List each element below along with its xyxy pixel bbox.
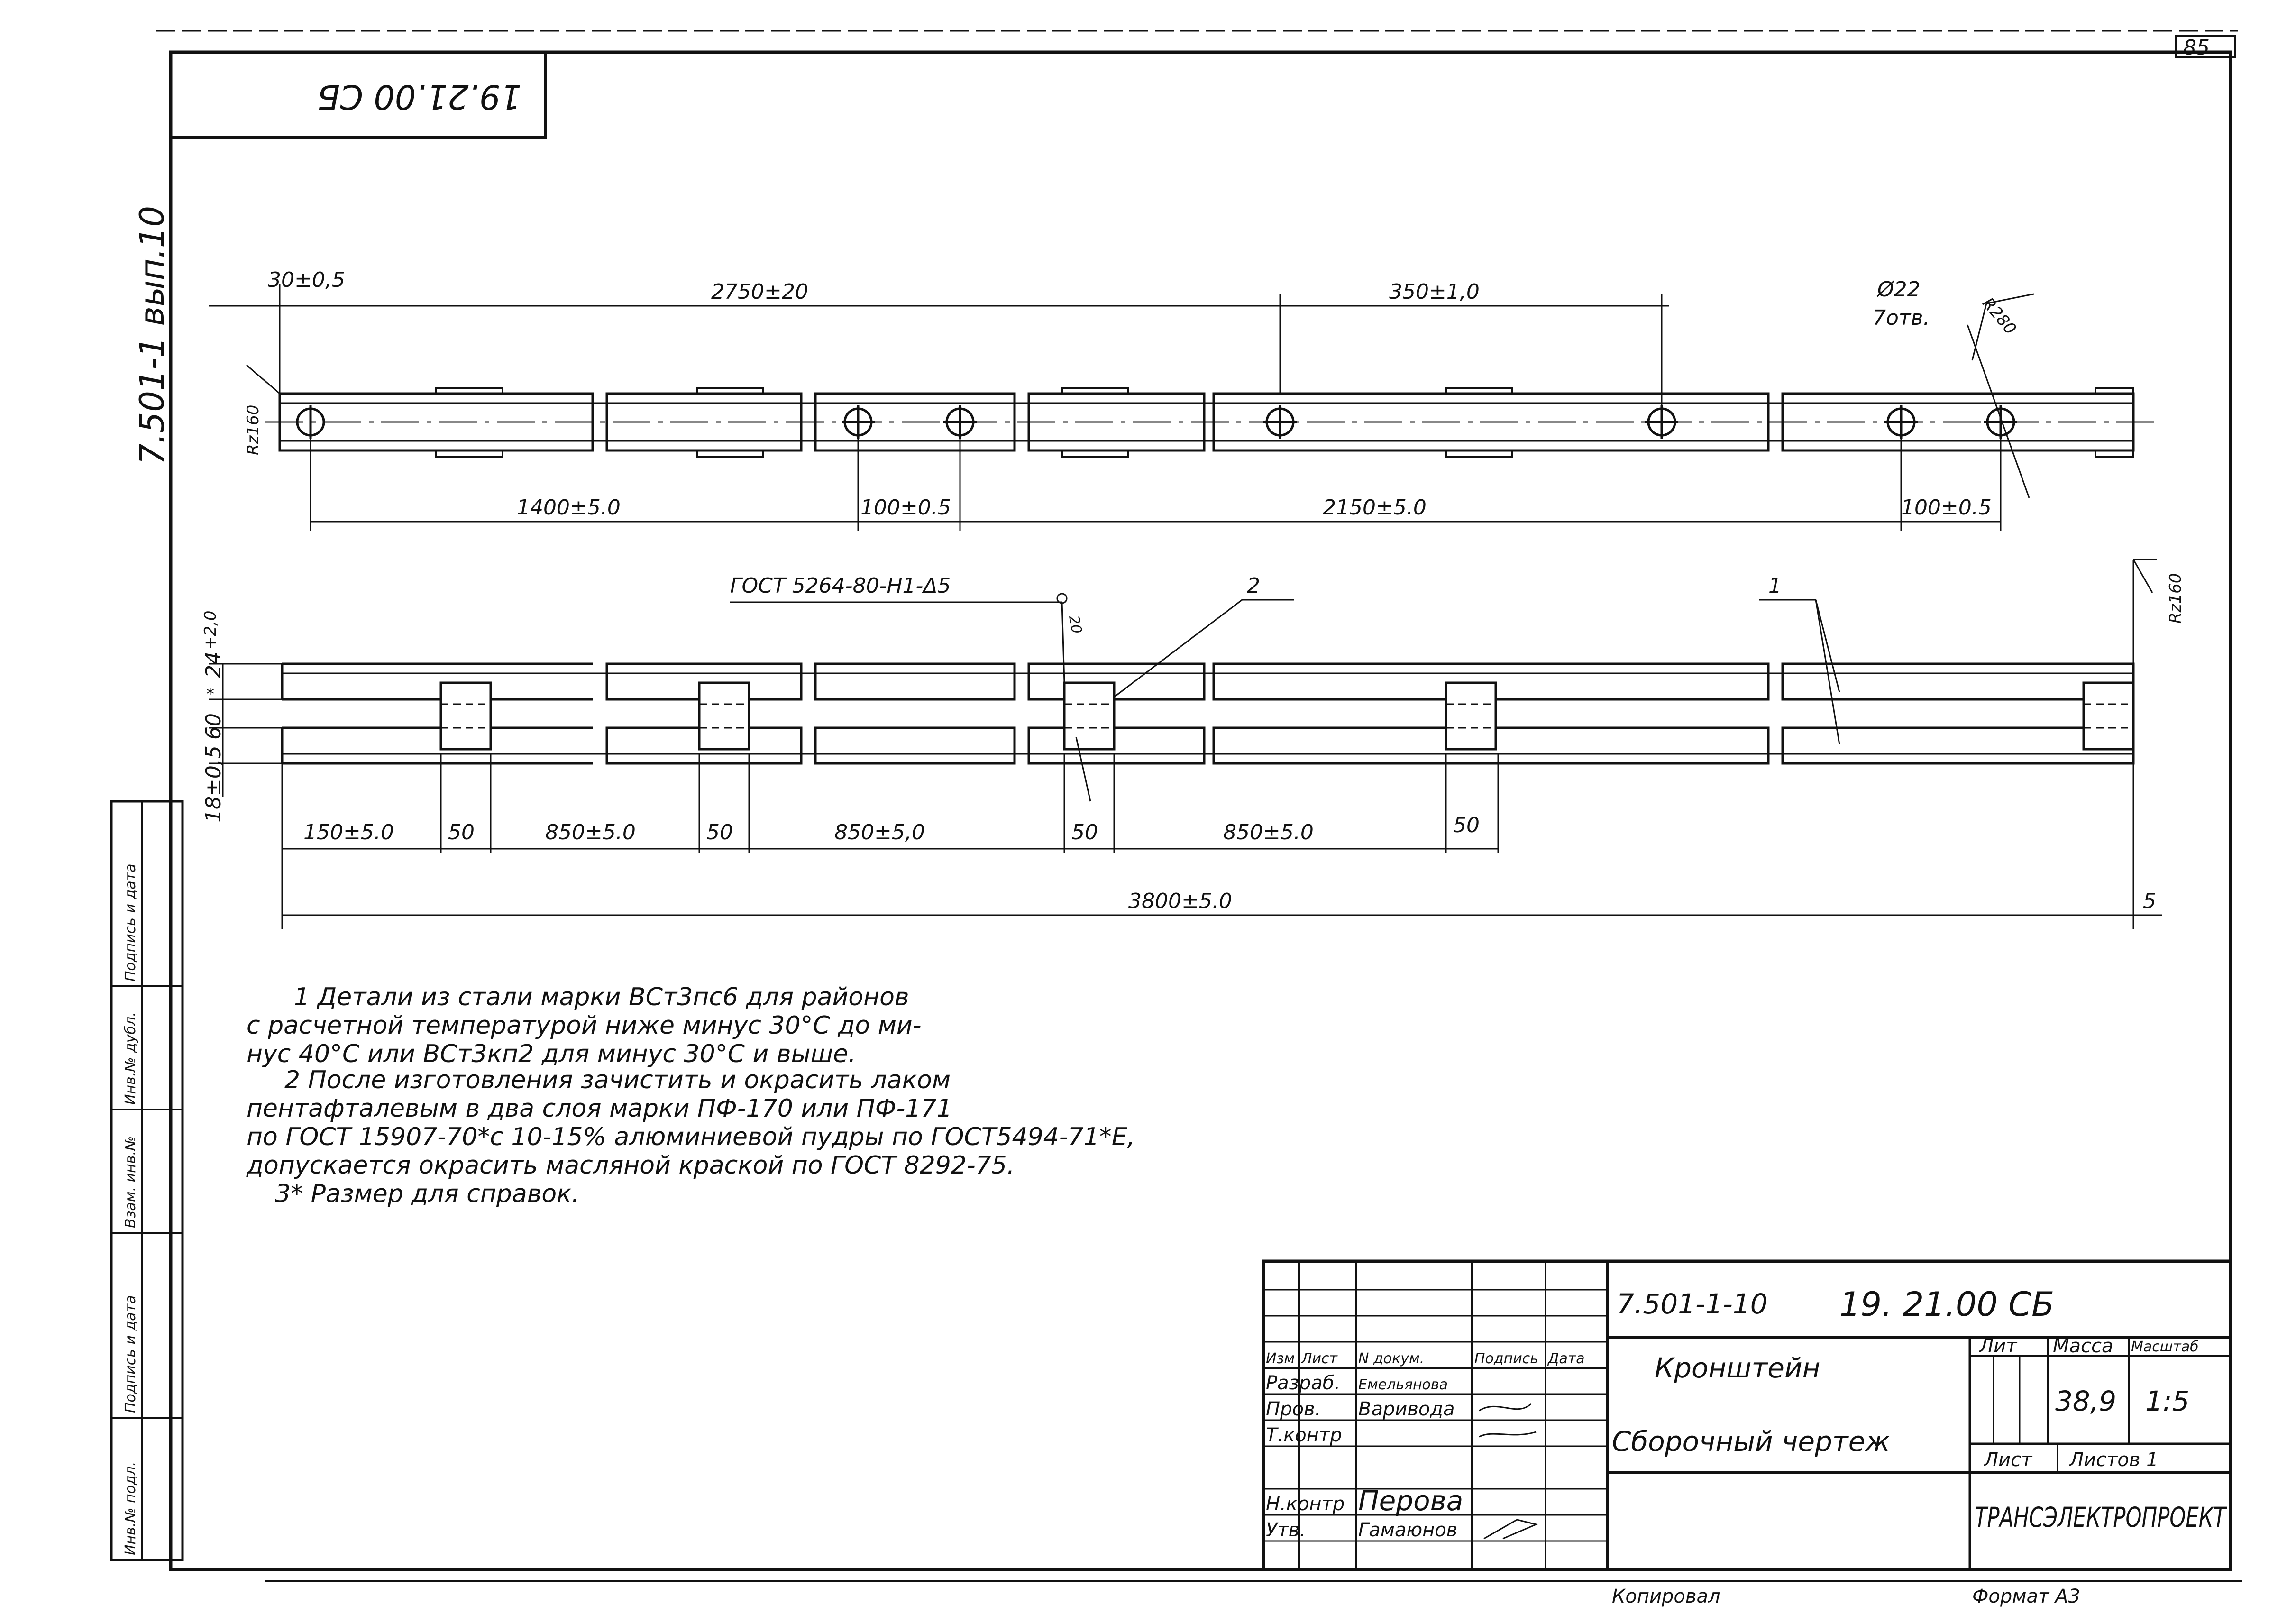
stamp-inv-podl: Инв.№ подл. (122, 1462, 139, 1555)
tb-role-tkontr: Т.контр (1266, 1424, 1342, 1446)
tb-role-prov: Пров. (1266, 1398, 1321, 1420)
mirrored-code: 19.21.00 СБ (317, 77, 521, 116)
tb-code: 19. 21.00 СБ (1839, 1285, 2054, 1324)
dim-850-a: 850±5.0 (545, 820, 636, 844)
sheet-frame (169, 50, 2232, 1571)
weld-leg: 20 (1065, 614, 1085, 635)
hole-diameter: Ø22 (1876, 277, 1921, 302)
tb-role-utv: Утв. (1266, 1519, 1306, 1541)
tb-massa: 38,9 (2055, 1385, 2116, 1417)
note-line-8: 3* Размер для справок. (275, 1180, 579, 1208)
page-number-box (2175, 35, 2236, 58)
front-view (209, 559, 2162, 929)
note-line-3: нус 40°С или ВСт3кп2 для минус 30°С и вы… (247, 1040, 856, 1068)
tb-hdr-data: Дата (1547, 1350, 1585, 1367)
tb-hdr-podpis: Подпись (1474, 1350, 1538, 1367)
stamp-vzam: Взам. инв.№ (122, 1136, 139, 1228)
dim-24: 24 (201, 651, 226, 678)
dim-50-d: 50 (1453, 813, 1480, 837)
top-view (209, 284, 2162, 531)
dim-850-c: 850±5.0 (1223, 820, 1314, 844)
tb-hdr-list: Лист (1301, 1350, 1338, 1367)
position-1: 1 (1768, 574, 1782, 598)
dim-50-b: 50 (706, 820, 733, 844)
tb-name-nkontr: Перова (1358, 1485, 1463, 1517)
tb-format: Формат А3 (1972, 1586, 2080, 1607)
tb-col-masshtab: Масштаб (2131, 1339, 2199, 1355)
tb-name-prov: Варивода (1358, 1398, 1455, 1420)
tb-copied: Копировал (1612, 1586, 1720, 1607)
tb-hdr-ndoc: N докум. (1358, 1350, 1424, 1367)
tb-list: Лист (1983, 1449, 2033, 1471)
dim-60-star: * (206, 685, 214, 704)
dim-50-a: 50 (448, 820, 475, 844)
mirrored-code-box (169, 51, 547, 139)
dim-1400: 1400±5.0 (517, 495, 621, 520)
tb-masshtab: 1:5 (2145, 1385, 2189, 1417)
roughness-top: Rz160 (244, 405, 263, 455)
dim-100-a: 100±0.5 (860, 495, 951, 520)
roughness-front: Rz160 (2166, 573, 2185, 624)
dim-850-b: 850±5,0 (834, 820, 925, 844)
dim-150: 150±5.0 (303, 820, 394, 844)
dim-2750: 2750±20 (711, 280, 808, 304)
dim-24-tol: +2,0 (201, 610, 220, 650)
dim-overall: 3800±5.0 (1128, 889, 1232, 913)
note-line-7: допускается окрасить масляной краской по… (246, 1151, 1015, 1180)
left-stamp: Инв.№ подл. Подпись и дата Взам. инв.№ И… (110, 800, 184, 1561)
stamp-podpis-1: Подпись и дата (122, 1295, 139, 1413)
tb-name-utv: Гамаюнов (1358, 1519, 1457, 1541)
note-line-1: 1 Детали из стали марки ВСт3пс6 для райо… (294, 983, 909, 1011)
tb-org: ТРАНСЭЛЕКТРОПРОЕКТ (1975, 1501, 2227, 1533)
dim-100-b: 100±0.5 (1901, 495, 1992, 520)
note-line-6: по ГОСТ 15907-70*с 10-15% алюминиевой пу… (247, 1123, 1135, 1151)
dim-2150: 2150±5.0 (1323, 495, 1427, 520)
tb-name-1: Кронштейн (1655, 1352, 1820, 1384)
tb-col-lit: Лит (1978, 1335, 2018, 1357)
note-line-5: пентафталевым в два слоя марки ПФ-170 ил… (247, 1094, 952, 1123)
note-line-2: с расчетной температурой ниже минус 30°С… (247, 1011, 921, 1040)
dim-50-c: 50 (1071, 820, 1098, 844)
stamp-podpis-2: Подпись и дата (122, 864, 139, 982)
hole-count: 7отв. (1873, 306, 1930, 330)
series-vertical: 7.501-1 вып.10 (133, 206, 172, 465)
tb-name-2: Сборочный чертеж (1612, 1425, 1890, 1458)
dim-30: 30±0,5 (268, 268, 345, 292)
notes: 1 Детали из стали марки ВСт3пс6 для райо… (246, 983, 1135, 1208)
stamp-inv-dubl: Инв.№ дубл. (122, 1012, 139, 1105)
dim-350: 350±1,0 (1389, 280, 1480, 304)
page-number: 85 (2183, 36, 2210, 60)
weld-symbol: ГОСТ 5264-80-Н1-Δ5 (730, 574, 951, 598)
note-line-4: 2 После изготовления зачистить и окрасит… (284, 1066, 951, 1094)
tb-name-razrab: Емельянова (1358, 1376, 1448, 1393)
tb-listov: Листов 1 (2068, 1449, 2159, 1471)
tb-hdr-izm: Изм (1266, 1350, 1295, 1367)
tb-col-massa: Масса (2053, 1335, 2113, 1357)
end-mark: 5 (2143, 889, 2156, 913)
tb-series: 7.501-1-10 (1617, 1288, 1768, 1320)
position-2: 2 (1247, 574, 1260, 598)
tb-role-razrab: Разраб. (1266, 1372, 1340, 1394)
tb-role-nkontr: Н.контр (1266, 1493, 1345, 1515)
dim-60: 60 (201, 713, 226, 740)
dim-18: 18±0,5 (201, 745, 226, 823)
title-block (1262, 1259, 2232, 1571)
